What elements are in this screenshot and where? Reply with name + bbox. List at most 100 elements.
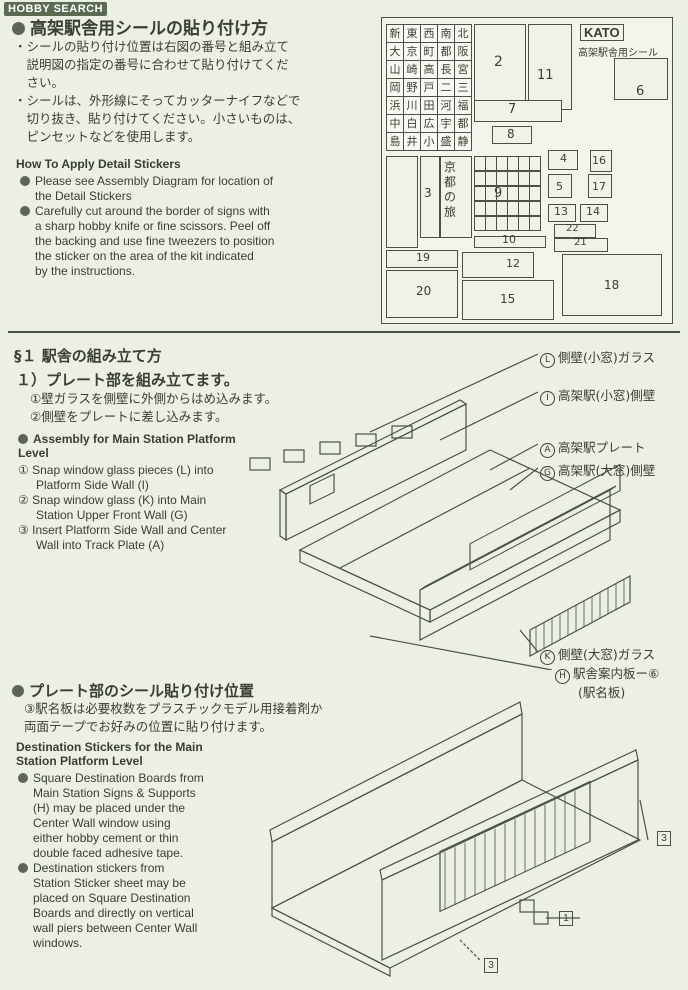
glass-piece: [319, 441, 341, 455]
jp-line: 両面テープでお好みの位置に貼り付けます。: [24, 719, 273, 734]
sticker-block-2: [474, 24, 526, 110]
grid-cell: [529, 186, 541, 201]
sticker-number: 14: [586, 205, 600, 218]
leader-line: [489, 443, 539, 471]
kanji-sticker: 南: [437, 24, 455, 43]
section1-steps-jp: ①壁ガラスを側壁に外側からはめ込みます。 ②側壁をプレートに差し込みます。: [30, 390, 277, 426]
sheet-name: 高架駅舎用シール: [578, 48, 658, 59]
sticker-block-13: [548, 204, 576, 222]
kanji-sticker: 静: [454, 132, 472, 151]
side-wall-face: [285, 403, 467, 541]
glass-piece: [391, 425, 413, 439]
callout-H-note: (駅名板): [578, 685, 626, 700]
kanji-sticker: 三: [454, 78, 472, 97]
kanji-sticker: 高: [420, 60, 438, 79]
sticker-number: 10: [502, 233, 516, 246]
leader-line: [369, 635, 553, 670]
assembly-heading: Assembly for Main Station Platform Level: [18, 432, 236, 460]
how-to-item-cont: the Detail Stickers: [35, 189, 132, 203]
kanji-sticker: 盛: [437, 132, 455, 151]
kyoto-sticker-text: 京都の旅: [444, 160, 457, 219]
plate-side: [429, 509, 621, 623]
label-3-bottom: 3: [484, 958, 498, 973]
destination-heading: Destination Stickers for the Main Statio…: [16, 740, 203, 768]
bullet-icon: [18, 434, 28, 444]
destination-board: [533, 911, 549, 925]
jp-line: ・シールは、外形線にそってカッターナイフなどで: [14, 93, 301, 108]
sticker-number: 17: [592, 180, 606, 193]
sticker-block-15: [462, 280, 554, 320]
section1-subheading: １）プレート部を組み立てます。: [16, 371, 239, 389]
glass-piece: [283, 449, 305, 463]
leader-line: [439, 391, 539, 441]
kanji-sticker: 川: [403, 96, 421, 115]
leader-line: [369, 353, 539, 433]
kanji-sticker: 西: [420, 24, 438, 43]
grid-cell: [529, 201, 541, 216]
label-3-right: 3: [657, 831, 671, 846]
sticker-number: 19: [416, 251, 430, 264]
grid-cell: [529, 171, 541, 186]
kanji-sticker: 北: [454, 24, 472, 43]
bullet-icon: [12, 685, 24, 697]
kanji-sticker: 白: [403, 114, 421, 133]
brand-logo: KATO: [580, 24, 624, 41]
sticker-block-19: [386, 250, 458, 268]
leader-line: [509, 467, 539, 491]
leader-line: [459, 939, 481, 961]
kanji-sticker: 阪: [454, 42, 472, 61]
side-window: [309, 473, 335, 505]
sticker-block-17: [588, 174, 612, 198]
sticker-block-22: [554, 224, 596, 238]
side-wall-end: [279, 488, 287, 542]
kanji-sticker: 島: [386, 132, 404, 151]
kanji-sticker: 都: [454, 114, 472, 133]
kanji-sticker: 小: [420, 132, 438, 151]
jp-line: ・シールの貼り付け位置は右図の番号と組み立て: [14, 39, 290, 54]
sticker-block-7: [474, 100, 562, 122]
assembly-steps-en: ① Snap window glass pieces (L) into Plat…: [18, 463, 227, 552]
sticker-title-text: 高架駅舎用シールの貼り付け方: [30, 19, 268, 39]
sticker-number: 22: [566, 223, 579, 234]
plate-line: [339, 467, 531, 569]
destination-list: Square Destination Boards from Main Stat…: [18, 771, 238, 951]
sticker-block-8: [492, 126, 532, 144]
back-wall-face: [271, 713, 523, 909]
front-window: [469, 463, 621, 571]
destination-board: [519, 899, 535, 913]
sticker-block-14: [580, 204, 608, 222]
section-divider: [8, 331, 680, 333]
sticker-number: 18: [604, 278, 620, 292]
sticker-block-20: [386, 270, 458, 318]
sticker-block-1: [386, 156, 418, 248]
sticker-number: 16: [592, 154, 606, 167]
kanji-sticker: 福: [454, 96, 472, 115]
kanji-sticker: 野: [403, 78, 421, 97]
sticker-block-21: [554, 238, 608, 252]
sticker-number: 6: [636, 84, 645, 99]
how-to-item-cont: a sharp hobby knife or fine scissors. Pe…: [35, 219, 271, 233]
sticker-number: 5: [556, 180, 563, 193]
kanji-sticker: 東: [403, 24, 421, 43]
jp-step: ①壁ガラスを側壁に外側からはめ込みます。: [30, 391, 278, 406]
base-plate: [270, 779, 642, 969]
sticker-number: 9: [494, 186, 503, 201]
sticker-block-10: [474, 236, 546, 248]
base-front: [271, 907, 391, 977]
kanji-sticker: 広: [420, 114, 438, 133]
label-1: 1: [559, 911, 573, 926]
bullet-icon: [18, 773, 28, 783]
sticker-block-11: [528, 24, 572, 110]
sticker-number: 3: [424, 186, 432, 200]
jp-line: 説明図の指定の番号に合わせて貼り付けてくだ: [14, 57, 289, 72]
jp-line: さい。: [14, 75, 65, 90]
jp-line: ③駅名板は必要枚数をプラスチックモデル用接着剤か: [24, 701, 323, 716]
sticker-title-jp: 高架駅舎用シールの貼り付け方: [12, 14, 268, 39]
plate-top: [298, 449, 622, 611]
sticker-block-3: [420, 156, 440, 238]
